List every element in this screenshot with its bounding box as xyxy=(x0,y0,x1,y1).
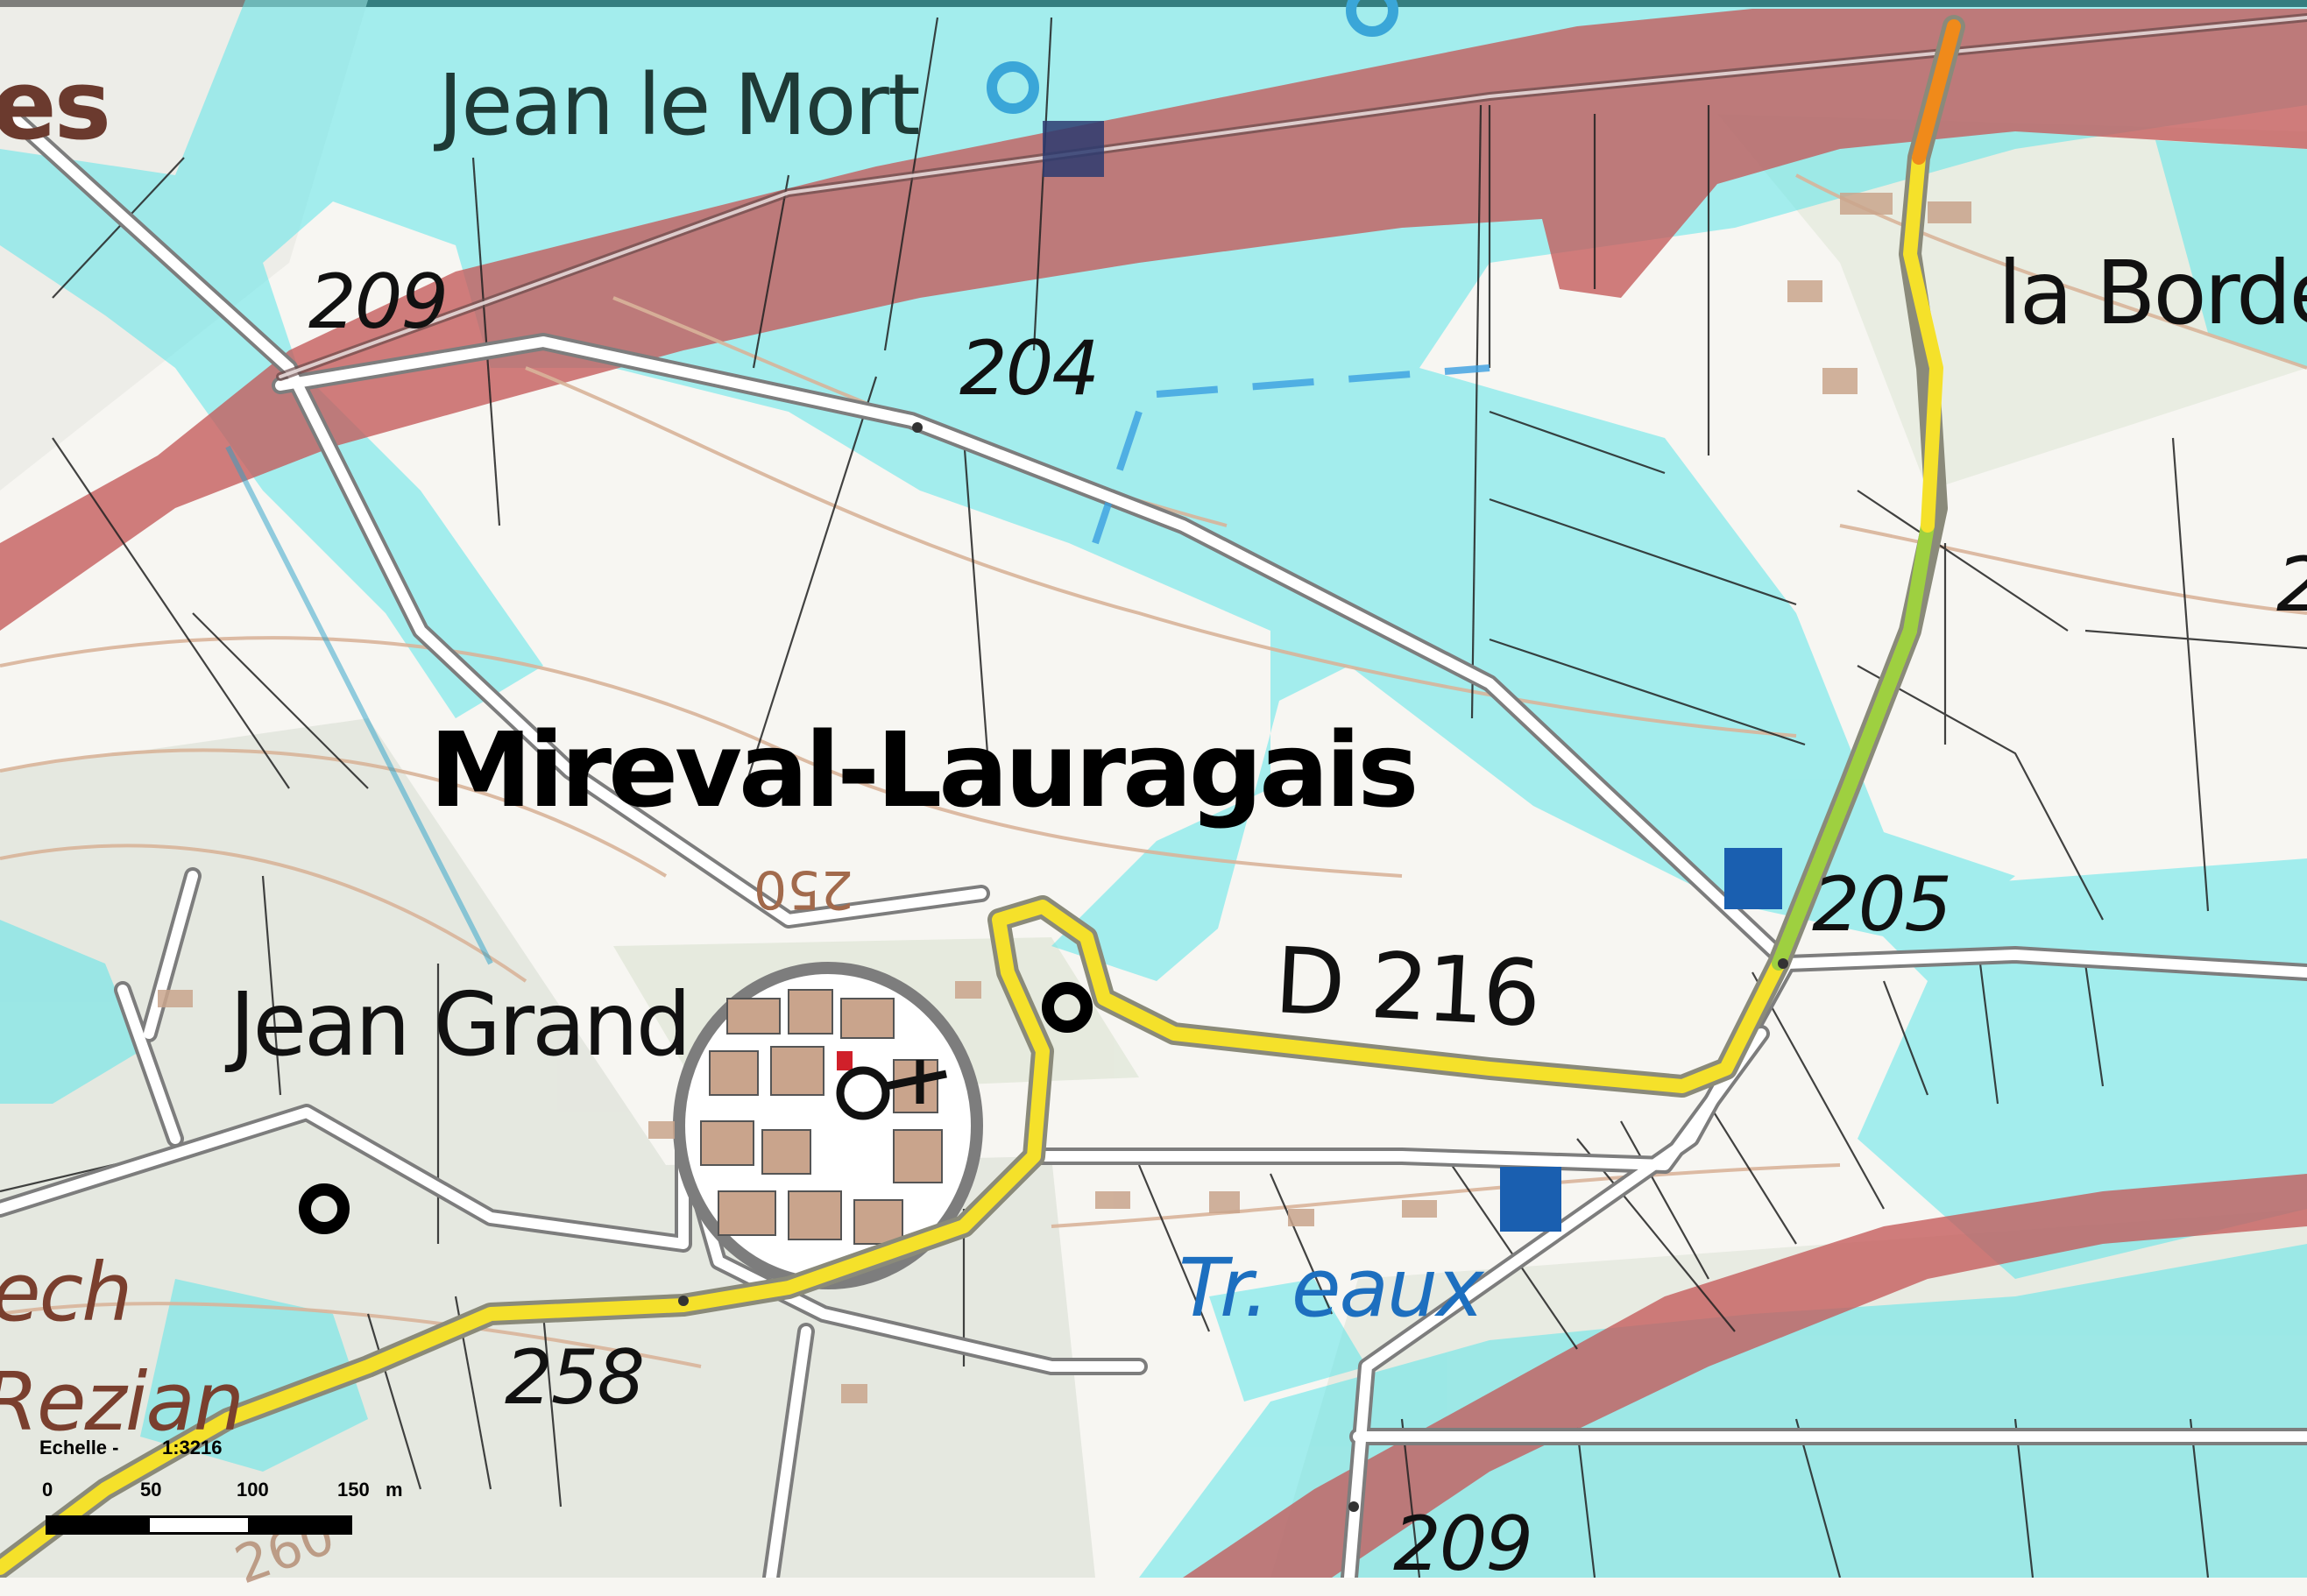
spring-icon[interactable] xyxy=(987,0,1398,114)
label-contour-250: 250 xyxy=(754,858,854,920)
label-altitude-2-east: 2 xyxy=(2276,547,2307,623)
scale-ratio: 1:3216 xyxy=(162,1437,223,1458)
label-jean-grand: Jean Grand xyxy=(230,973,691,1076)
label-altitude-209-s: 209 xyxy=(1393,1501,1533,1588)
scale-segment-3 xyxy=(249,1515,352,1535)
label-altitude-258: 258 xyxy=(505,1334,645,1422)
scale-tick-150: 150 xyxy=(337,1479,370,1501)
label-la-borde: la Borde xyxy=(1998,242,2307,344)
water-tank-icon-south[interactable] xyxy=(1500,1167,1561,1232)
label-altitude-204: 204 xyxy=(959,325,1100,413)
label-rezian: Rezian xyxy=(0,1355,244,1449)
label-water-treatment: Tr. eaux xyxy=(1178,1241,1484,1335)
village-built-area xyxy=(673,962,983,1289)
label-pech: ech xyxy=(0,1246,132,1339)
scale-segment-2 xyxy=(147,1515,251,1535)
junction-dots xyxy=(678,422,1788,1512)
circle-marker-icon[interactable] xyxy=(299,982,1093,1234)
label-commune-mireval-lauragais: Mireval-Lauragais xyxy=(429,710,1419,830)
risk-zone xyxy=(0,9,2307,1578)
scale-tick-50: 50 xyxy=(140,1479,162,1501)
church-icon[interactable] xyxy=(836,1060,947,1120)
ditch-line xyxy=(225,445,493,965)
water-tank-icon-east[interactable] xyxy=(1724,848,1782,909)
scale-tick-0: 0 xyxy=(42,1479,53,1501)
scale-segment-1 xyxy=(46,1515,149,1535)
scale-bar: Echelle - 1:3216 0 50 100 150 m xyxy=(35,1437,403,1542)
highlighted-road-d216 xyxy=(0,15,1965,1578)
watercourse-dashed xyxy=(1092,364,1490,545)
buildings xyxy=(158,193,1971,1403)
scale-tick-100: 100 xyxy=(237,1479,269,1501)
label-es-partial: es xyxy=(0,49,111,161)
water-tank-icon[interactable] xyxy=(1043,121,1104,177)
scale-unit: m xyxy=(386,1479,403,1501)
label-altitude-205: 205 xyxy=(1812,861,1952,949)
parcel-boundaries xyxy=(0,17,2307,1578)
label-jean-le-mort: Jean le Mort xyxy=(438,56,920,154)
scale-title: Echelle - xyxy=(39,1437,119,1458)
label-altitude-209-nw: 209 xyxy=(308,258,449,346)
label-road-d216: D 216 xyxy=(1272,927,1542,1048)
